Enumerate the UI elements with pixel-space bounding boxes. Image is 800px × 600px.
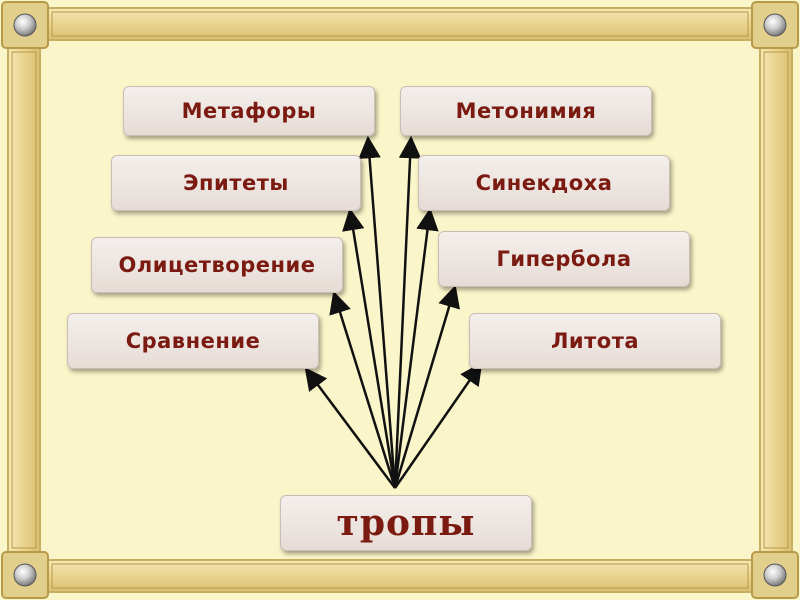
corner-knob-icon	[1, 551, 49, 599]
node-litota: Литота	[469, 313, 721, 369]
arrow-litota	[393, 362, 483, 489]
arrow-giperbola	[393, 284, 460, 489]
node-olicetvorenie: Олицетворение	[91, 237, 343, 293]
node-label: Синекдоха	[475, 170, 613, 195]
node-label: Сравнение	[125, 328, 261, 353]
node-label: Эпитеты	[183, 170, 289, 195]
node-label: Метафоры	[181, 98, 317, 123]
node-tropy: тропы	[280, 495, 532, 551]
node-sinekdoha: Синекдоха	[418, 155, 670, 211]
node-label: Гипербола	[496, 246, 632, 271]
node-sravnenie: Сравнение	[67, 313, 319, 369]
arrow-olicetvorenie	[329, 290, 397, 489]
node-label: Олицетворение	[118, 253, 316, 277]
node-metonimiya: Метонимия	[400, 86, 652, 136]
corner-knob-icon	[751, 551, 799, 599]
arrow-metonimiya	[393, 135, 422, 489]
arrow-sravnenie	[304, 367, 397, 489]
node-epitety: Эпитеты	[111, 155, 361, 211]
arrow-metafory	[358, 135, 397, 489]
node-label: Метонимия	[455, 98, 597, 123]
node-metafory: Метафоры	[123, 86, 375, 136]
corner-knob-icon	[1, 1, 49, 49]
arrow-sinekdoha	[393, 207, 439, 489]
arrow-epitety	[342, 207, 397, 489]
corner-knob-icon	[751, 1, 799, 49]
node-label: тропы	[336, 501, 476, 544]
node-label: Литота	[550, 328, 640, 353]
node-giperbola: Гипербола	[438, 231, 690, 287]
